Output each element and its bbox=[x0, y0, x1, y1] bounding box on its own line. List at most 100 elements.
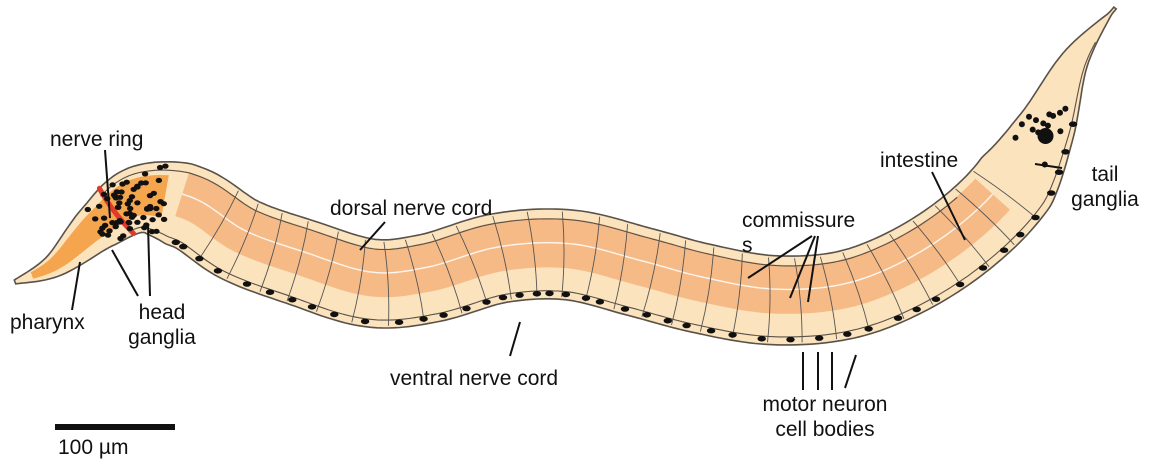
label-head-ganglia: head ganglia bbox=[112, 300, 212, 350]
motor-neuron bbox=[462, 306, 470, 312]
label-motor-neuron-line1: motor neuron bbox=[740, 392, 910, 417]
scale-label: 100 µm bbox=[58, 435, 128, 460]
head-ganglion-neuron bbox=[92, 216, 98, 221]
head-ganglion-neuron bbox=[147, 204, 153, 209]
head-ganglion-neuron bbox=[140, 215, 146, 220]
motor-neuron bbox=[482, 299, 490, 305]
motor-neuron bbox=[643, 312, 651, 318]
head-ganglion-neuron bbox=[117, 195, 123, 200]
tail-ganglion-neuron bbox=[1062, 106, 1068, 112]
head-ganglion-neuron bbox=[109, 220, 115, 225]
tail-ganglion-neuron bbox=[1019, 121, 1025, 127]
motor-neuron bbox=[815, 335, 823, 341]
label-tail-ganglia-line2: ganglia bbox=[1060, 187, 1150, 212]
head-ganglion-neuron bbox=[129, 215, 135, 220]
motor-neuron bbox=[395, 319, 403, 325]
motor-neuron bbox=[179, 244, 187, 250]
motor-neuron bbox=[1031, 215, 1039, 221]
head-ganglion-neuron bbox=[101, 216, 107, 221]
head-ganglion-neuron bbox=[134, 200, 140, 205]
head-ganglion-neuron bbox=[142, 171, 148, 176]
motor-neuron bbox=[419, 316, 427, 322]
tail-ganglion-neuron bbox=[1045, 123, 1051, 129]
head-ganglion-neuron bbox=[156, 178, 162, 183]
motor-neuron bbox=[894, 315, 902, 321]
tail-ganglion-neuron bbox=[1030, 127, 1036, 133]
head-ganglion-neuron bbox=[156, 212, 162, 217]
motor-neuron bbox=[266, 289, 274, 295]
label-dorsal-nerve-cord: dorsal nerve cord bbox=[330, 196, 492, 221]
label-motor-neuron-line2: cell bodies bbox=[740, 417, 910, 442]
head-ganglion-neuron bbox=[115, 205, 121, 210]
label-head-ganglia-line2: ganglia bbox=[112, 325, 212, 350]
head-ganglion-neuron bbox=[125, 201, 131, 206]
label-tail-ganglia: tail ganglia bbox=[1060, 162, 1150, 212]
motor-neuron bbox=[1016, 232, 1024, 238]
label-head-ganglia-line1: head bbox=[112, 300, 212, 325]
tail-ganglion-main bbox=[1038, 128, 1054, 144]
head-ganglion-neuron bbox=[105, 233, 111, 238]
label-motor-neuron-cell-bodies: motor neuron cell bodies bbox=[740, 392, 910, 442]
scale-bar bbox=[55, 424, 175, 430]
motor-neuron bbox=[533, 291, 541, 297]
motor-neuron bbox=[1069, 121, 1077, 127]
label-intestine: intestine bbox=[880, 148, 958, 173]
motor-neuron bbox=[288, 297, 296, 303]
head-ganglion-neuron bbox=[124, 180, 130, 185]
head-ganglion-neuron bbox=[99, 226, 105, 231]
head-ganglion-neuron bbox=[134, 184, 140, 189]
head-ganglion-neuron bbox=[149, 217, 155, 222]
head-ganglion-neuron bbox=[101, 192, 107, 197]
motor-neuron bbox=[243, 281, 251, 287]
head-ganglion-neuron bbox=[127, 226, 133, 231]
motor-neuron bbox=[864, 326, 872, 332]
tail-ganglion-neuron bbox=[1026, 114, 1032, 120]
motor-neuron bbox=[707, 328, 715, 334]
motor-neuron bbox=[214, 268, 222, 274]
label-nerve-ring: nerve ring bbox=[50, 127, 143, 152]
leader-line bbox=[112, 250, 138, 296]
label-commissures: commissure s bbox=[742, 208, 855, 258]
motor-neuron bbox=[195, 256, 203, 262]
leader-line bbox=[845, 355, 856, 388]
motor-neuron bbox=[330, 312, 338, 318]
tail-ganglion-neuron bbox=[1050, 113, 1056, 119]
label-commissures-line1: commissure bbox=[742, 208, 855, 233]
label-ventral-nerve-cord: ventral nerve cord bbox=[390, 366, 558, 391]
motor-neuron bbox=[308, 304, 316, 310]
head-ganglion-neuron bbox=[153, 206, 159, 211]
motor-neuron bbox=[956, 282, 964, 288]
motor-neuron bbox=[562, 292, 570, 298]
tail-ganglion-neuron bbox=[1057, 128, 1063, 134]
motor-neuron bbox=[515, 292, 523, 298]
motor-neuron bbox=[932, 296, 940, 302]
motor-neuron bbox=[621, 306, 629, 312]
motor-neuron bbox=[728, 332, 736, 338]
head-ganglion-neuron bbox=[149, 229, 155, 234]
motor-neuron bbox=[545, 291, 553, 297]
label-commissures-line2: s bbox=[742, 233, 855, 258]
head-ganglion-neuron bbox=[129, 194, 135, 199]
tail-ganglion-neuron bbox=[1057, 110, 1063, 116]
head-ganglion-neuron bbox=[117, 236, 123, 241]
motor-neuron bbox=[439, 312, 447, 318]
head-ganglion-neuron bbox=[96, 204, 102, 209]
motor-neuron bbox=[1061, 149, 1069, 155]
motor-neuron bbox=[596, 299, 604, 305]
label-tail-ganglia-line1: tail bbox=[1060, 162, 1150, 187]
motor-neuron bbox=[361, 319, 369, 325]
head-ganglion-neuron bbox=[126, 220, 132, 225]
motor-neuron bbox=[172, 240, 180, 246]
head-ganglion-neuron bbox=[111, 192, 117, 197]
tail-ganglion-neuron bbox=[1013, 135, 1019, 141]
head-ganglion-neuron bbox=[161, 217, 167, 222]
motor-neuron bbox=[582, 295, 590, 301]
motor-neuron bbox=[499, 295, 507, 301]
motor-neuron bbox=[758, 336, 766, 342]
motor-neuron bbox=[786, 337, 794, 343]
label-pharynx: pharynx bbox=[10, 310, 85, 335]
motor-neuron bbox=[1047, 190, 1055, 196]
motor-neuron bbox=[1000, 247, 1008, 253]
